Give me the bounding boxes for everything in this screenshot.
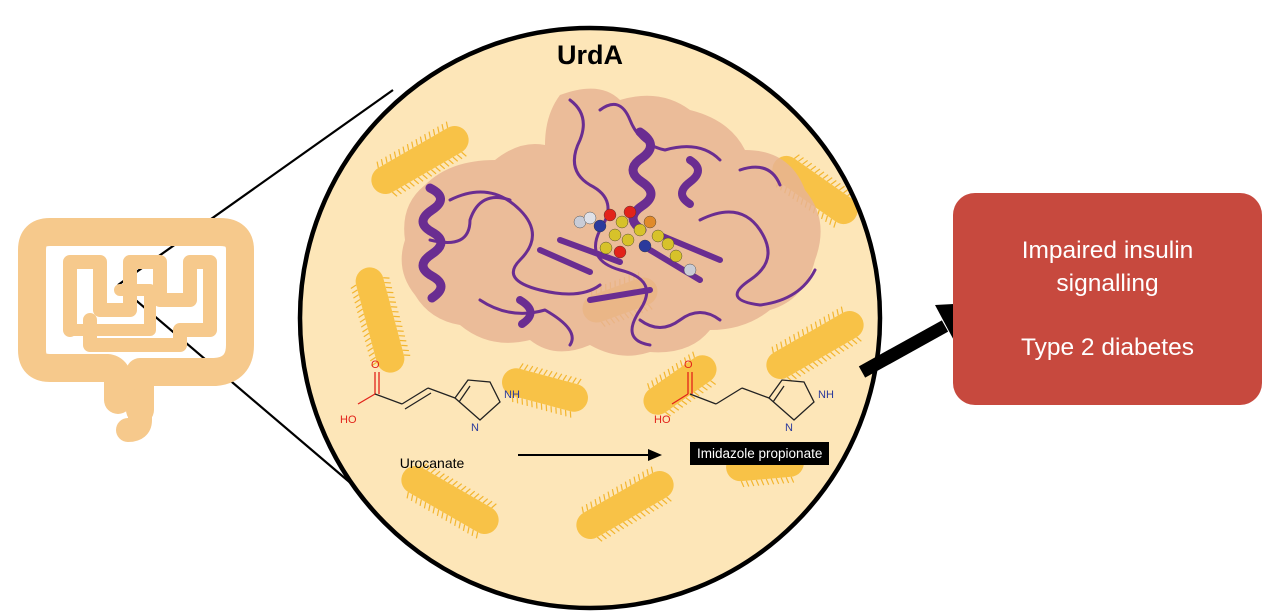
substrate-label: Urocanate	[399, 455, 465, 471]
product-ho-label: HO	[654, 414, 671, 426]
imidazole-propionate-structure	[671, 372, 815, 421]
intestine-icon	[18, 218, 254, 442]
zoom-lines	[117, 89, 394, 498]
urocanate-nh-label: NH	[504, 389, 520, 401]
zoom-circle-outline	[297, 25, 883, 611]
ligand-atom	[615, 215, 629, 229]
ligand-atom	[651, 229, 665, 243]
outcome-line-1: Impaired insulin	[1021, 237, 1194, 265]
ligand-atom	[593, 219, 607, 233]
outcome-box: Impaired insulin signalling Type 2 diabe…	[953, 193, 1262, 405]
ligand-atom	[603, 208, 617, 222]
ligand-atom	[661, 237, 675, 251]
outcome-line-3: Type 2 diabetes	[1021, 333, 1194, 361]
bacterium	[766, 306, 864, 382]
ligand-atom	[621, 233, 635, 247]
ligand-atom	[669, 249, 683, 263]
bacterium	[350, 267, 411, 373]
product-n-label: N	[785, 422, 793, 434]
urocanate-ho-label: HO	[340, 414, 357, 426]
reaction-arrow	[518, 449, 662, 461]
urocanate-structure	[357, 372, 501, 421]
urocanate-o-label: O	[371, 359, 380, 371]
product-label: Imidazole propionate	[690, 442, 830, 465]
ligand-atom	[613, 245, 627, 259]
bacterium	[643, 351, 717, 417]
ligand-atom	[633, 223, 647, 237]
ligand-atom	[608, 228, 622, 242]
bacterium	[576, 466, 674, 542]
ligand-atom	[643, 215, 657, 229]
ligand-atom	[623, 205, 637, 219]
ligand-atom	[683, 263, 697, 277]
bacterium	[502, 363, 588, 418]
bacterium	[401, 463, 499, 539]
ligand-atom	[638, 239, 652, 253]
outcome-line-2: signalling	[1056, 270, 1159, 298]
product-o-label: O	[684, 359, 693, 371]
urocanate-n-label: N	[471, 422, 479, 434]
ligand-atom	[583, 211, 597, 225]
ligand-atom	[599, 241, 613, 255]
product-nh-label: NH	[818, 389, 834, 401]
protein-title: UrdA	[557, 40, 623, 70]
bacterium	[371, 121, 469, 197]
ligand-spheres	[573, 205, 697, 277]
